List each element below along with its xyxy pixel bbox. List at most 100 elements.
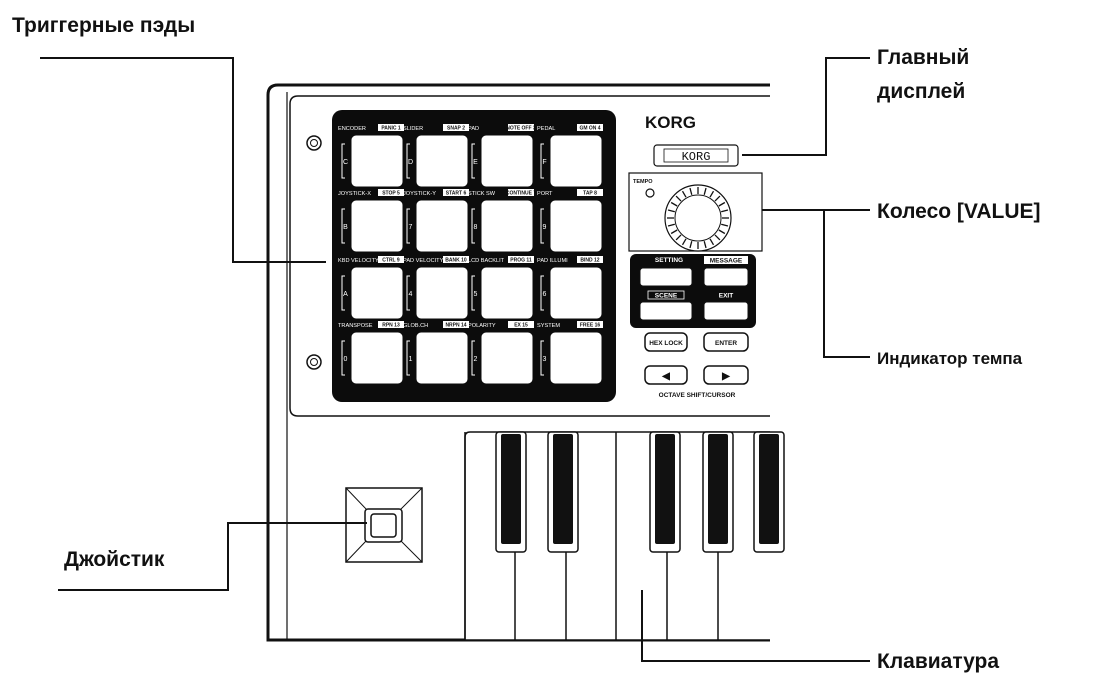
pad-shift-tag: SNAP 2 bbox=[447, 126, 465, 132]
keyboard-label: Клавиатура bbox=[877, 650, 999, 673]
pad-shift-tag: PROG 11 bbox=[510, 258, 532, 264]
display-callout-line bbox=[742, 57, 870, 156]
keyboard bbox=[464, 431, 785, 641]
trigger-pad-panel: ENCODER PANIC 1 C SLIDER SNAP 2 D PAD NOTE OFF … bbox=[332, 110, 616, 402]
pad-function-label: ENCODER bbox=[338, 126, 366, 132]
screw-icon bbox=[306, 354, 322, 370]
tempo-label: TEMPO bbox=[633, 179, 653, 185]
right-arrow-icon: ▶ bbox=[721, 371, 731, 382]
trigger-pad-11[interactable] bbox=[481, 267, 533, 319]
trigger-pad-2[interactable] bbox=[416, 135, 468, 187]
screw-icon bbox=[306, 135, 322, 151]
pad-side-letter: 2 bbox=[474, 356, 478, 363]
pad-shift-tag: NRPN 14 bbox=[445, 323, 466, 329]
trigger-pad-16[interactable] bbox=[550, 332, 602, 384]
octave-left-button[interactable] bbox=[644, 365, 688, 385]
pad-function-label: PEDAL bbox=[537, 126, 555, 132]
pad-shift-tag: GM ON 4 bbox=[579, 126, 600, 132]
pad-side-letter: 9 bbox=[543, 224, 547, 231]
callout-lines bbox=[40, 57, 870, 662]
pad-function-label: SLIDER bbox=[403, 126, 423, 132]
joystick[interactable] bbox=[345, 487, 423, 563]
pad-function-label: PAD VELOCITY bbox=[403, 258, 444, 264]
pad-side-letter: E bbox=[473, 159, 478, 166]
black-key[interactable] bbox=[495, 431, 527, 553]
trigger-pad-6[interactable] bbox=[416, 200, 468, 252]
octave-shift-label: OCTAVE SHIFT/CURSOR bbox=[659, 392, 736, 399]
pad-shift-tag: CTRL 9 bbox=[382, 258, 400, 264]
pad-shift-tag: BANK 10 bbox=[445, 258, 467, 264]
value-wheel[interactable] bbox=[664, 184, 732, 252]
black-key[interactable] bbox=[702, 431, 734, 553]
pad-function-label: POLARITY bbox=[468, 323, 496, 329]
octave-right-button[interactable] bbox=[703, 365, 749, 385]
pad-side-letter: 8 bbox=[474, 224, 478, 231]
trigger-pad-14[interactable] bbox=[416, 332, 468, 384]
trigger-pad-13[interactable] bbox=[351, 332, 403, 384]
pad-side-letter: 5 bbox=[474, 291, 478, 298]
black-key[interactable] bbox=[547, 431, 579, 553]
scene-button[interactable] bbox=[639, 301, 693, 321]
pad-grid: ENCODER PANIC 1 C SLIDER SNAP 2 D PAD NOTE OFF … bbox=[338, 124, 603, 384]
pad-side-letter: 1 bbox=[409, 356, 413, 363]
main-display-label-line2: дисплей bbox=[877, 80, 965, 103]
setting-button[interactable] bbox=[639, 267, 693, 287]
trigger-pad-8[interactable] bbox=[550, 200, 602, 252]
pad-function-label: PORT bbox=[537, 191, 553, 197]
trigger-pad-3[interactable] bbox=[481, 135, 533, 187]
pad-function-label: PAD bbox=[468, 126, 479, 132]
joystick-label: Джойстик bbox=[64, 548, 165, 571]
tempo-indicator-label: Индикатор темпа bbox=[877, 349, 1023, 368]
value-wheel-label: Колесо [VALUE] bbox=[877, 200, 1041, 223]
main-display: KORG bbox=[653, 144, 739, 167]
pad-side-letter: 7 bbox=[409, 224, 413, 231]
left-arrow-icon: ◀ bbox=[661, 371, 670, 382]
black-key[interactable] bbox=[753, 431, 785, 553]
tempo-callout-line bbox=[823, 210, 870, 358]
trigger-pad-7[interactable] bbox=[481, 200, 533, 252]
exit-label: EXIT bbox=[719, 293, 733, 300]
keyboard-callout-line bbox=[641, 590, 870, 662]
pad-function-label: PAD ILLUMI bbox=[537, 258, 568, 264]
trigger-pad-15[interactable] bbox=[481, 332, 533, 384]
pad-function-label: TRANSPOSE bbox=[338, 323, 373, 329]
lcd-text: KORG bbox=[682, 150, 711, 164]
brand-logo: KORG bbox=[645, 113, 696, 132]
main-display-label-line1: Главный bbox=[877, 46, 969, 69]
tempo-indicator-led bbox=[645, 188, 655, 198]
trigger-pad-9[interactable] bbox=[351, 267, 403, 319]
trigger-pads-label: Триггерные пэды bbox=[12, 14, 195, 37]
pad-shift-tag: FREE 16 bbox=[580, 323, 601, 329]
pad-side-letter: C bbox=[343, 159, 348, 166]
pad-shift-tag: BIND 12 bbox=[580, 258, 599, 264]
pad-shift-tag: STOP 5 bbox=[382, 191, 400, 197]
pad-function-label: SYSTEM bbox=[537, 323, 560, 329]
joystick-callout-line bbox=[58, 522, 367, 591]
trigger-pad-1[interactable] bbox=[351, 135, 403, 187]
trigger-pad-12[interactable] bbox=[550, 267, 602, 319]
pad-function-label: JOYSTICK-Y bbox=[403, 191, 436, 197]
pad-side-letter: F bbox=[542, 159, 546, 166]
message-button[interactable] bbox=[703, 267, 749, 287]
pad-shift-tag: NOTE OFF 3 bbox=[506, 126, 536, 132]
message-label: MESSAGE bbox=[710, 258, 743, 265]
pad-shift-tag: EX 15 bbox=[514, 323, 528, 329]
pad-shift-tag: START 6 bbox=[446, 191, 467, 197]
pad-side-letter: A bbox=[343, 291, 348, 298]
hex-lock-label: HEX LOCK bbox=[649, 340, 683, 347]
exit-button[interactable] bbox=[703, 301, 749, 321]
hex-lock-button[interactable] bbox=[644, 332, 688, 352]
enter-button[interactable] bbox=[703, 332, 749, 352]
pad-side-letter: 6 bbox=[543, 291, 547, 298]
trigger-pad-10[interactable] bbox=[416, 267, 468, 319]
trigger-pad-4[interactable] bbox=[550, 135, 602, 187]
setting-label: SETTING bbox=[655, 257, 683, 264]
pad-side-letter: D bbox=[408, 159, 413, 166]
black-key[interactable] bbox=[649, 431, 681, 553]
pad-shift-tag: CONTINUE 7 bbox=[506, 191, 537, 197]
pad-side-letter: 3 bbox=[543, 356, 547, 363]
trigger-pad-5[interactable] bbox=[351, 200, 403, 252]
control-section: KORG KORG TEMPO SETTING MESSAGE SCENE EX… bbox=[628, 113, 763, 399]
pad-shift-tag: PANIC 1 bbox=[381, 126, 401, 132]
